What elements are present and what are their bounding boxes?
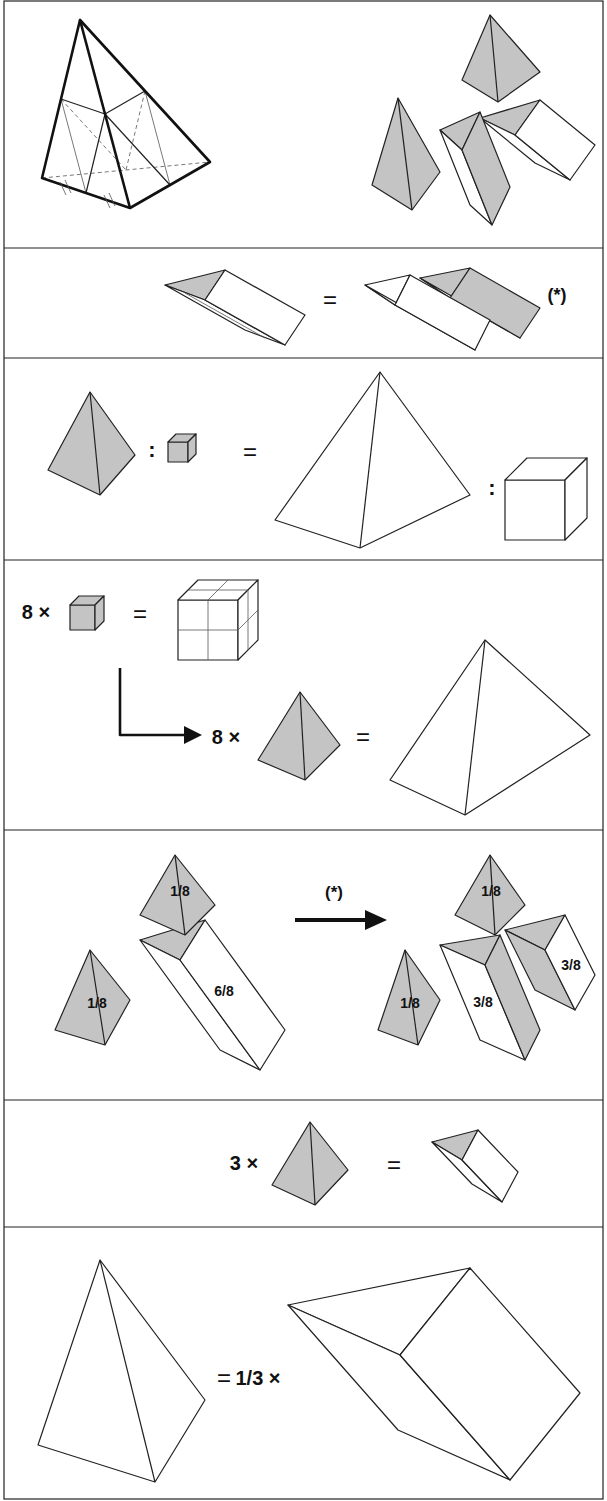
- panel-frame-part: [4, 357, 603, 358]
- volume-fraction: 1/8: [87, 996, 106, 1011]
- cut-tetrahedron-part: [60, 182, 66, 195]
- equals-sign: =: [356, 724, 370, 750]
- scaling-figures-part: [95, 596, 104, 630]
- ratio-figures-part: [505, 480, 565, 540]
- exploded-pieces: [372, 15, 595, 225]
- decomposition-part: [365, 910, 387, 930]
- panel-frame-part: [4, 1, 603, 1499]
- panel-frame-part: [4, 1099, 603, 1100]
- volume-fraction: 1/8: [481, 884, 500, 899]
- multiplier: 8 ×: [212, 726, 240, 748]
- volume-fraction: 1/8: [400, 996, 419, 1011]
- reference-mark: (*): [548, 286, 567, 306]
- cut-tetrahedron-part: [109, 193, 115, 206]
- equals-sign: =: [387, 1152, 401, 1178]
- prism-equivalence-part: [205, 270, 305, 345]
- decomposition-part: [455, 855, 525, 935]
- exploded-pieces-part: [398, 98, 412, 210]
- decomposition-part: [55, 950, 130, 1045]
- exploded-pieces-part: [462, 15, 540, 102]
- volume-fraction: 3/8: [561, 958, 580, 973]
- decomposition-part: [180, 920, 285, 1070]
- scaling-figures-part: [70, 605, 95, 630]
- ratio-figures-part: [90, 392, 100, 495]
- scaling-figures-part: [238, 610, 258, 630]
- equals-sign: =: [217, 1365, 231, 1391]
- result-figures: [38, 1260, 580, 1482]
- cut-tetrahedron-part: [104, 195, 110, 208]
- cut-tetrahedron-part: [86, 114, 105, 193]
- panel-frame-part: [4, 247, 603, 248]
- exploded-pieces-part: [462, 112, 510, 225]
- equals-sign: =: [323, 287, 337, 313]
- panel-frame-part: [4, 829, 603, 830]
- volume-fraction: 6/8: [214, 984, 233, 999]
- cut-tetrahedron-part: [42, 20, 210, 208]
- panel-frame-part: [4, 559, 603, 560]
- scaling-figures: [70, 580, 590, 815]
- three-tetrahedra-part: [272, 1122, 348, 1205]
- decomposition-part: [545, 915, 595, 1010]
- scaling-figures-part: [178, 630, 238, 631]
- result-figures-part: [400, 1268, 580, 1480]
- scaling-figures-part: [390, 640, 590, 815]
- prism-equivalence: [165, 268, 540, 350]
- ratio-sign: :: [148, 438, 155, 462]
- exploded-pieces-part: [515, 100, 595, 180]
- ratio-figures-part: [565, 458, 587, 540]
- ratio-sign: :: [488, 476, 495, 500]
- three-tetrahedra-part: [462, 1130, 518, 1202]
- decomposition-part: [140, 855, 215, 935]
- ratio-figures: [48, 372, 587, 548]
- scaling-figures-part: [120, 668, 186, 735]
- equals-sign: =: [243, 439, 257, 465]
- decomposition-part: [295, 918, 367, 922]
- cut-tetrahedron-part: [65, 180, 71, 193]
- ratio-figures-part: [360, 372, 380, 548]
- volume-fraction: 1/8: [170, 884, 189, 899]
- panel-frame-part: [4, 1226, 603, 1227]
- volume-fraction: 3/8: [473, 995, 492, 1010]
- ratio-figures-part: [48, 392, 135, 495]
- decomposition-part: [378, 950, 440, 1045]
- three-tetrahedra-part: [310, 1122, 315, 1205]
- cut-tetrahedron: [42, 20, 210, 208]
- scaling-figures-part: [465, 640, 485, 815]
- scaling-figures-part: [300, 692, 305, 780]
- cut-tetrahedron-part: [61, 99, 86, 193]
- ratio-figures-part: [168, 442, 188, 462]
- panel-frame: [4, 1, 603, 1499]
- result-figures-part: [38, 1260, 205, 1482]
- fraction-multiplier: 1/3 ×: [235, 1367, 280, 1389]
- multiplier: 3 ×: [230, 1152, 258, 1174]
- cut-tetrahedron-part: [126, 91, 145, 170]
- scaling-figures-part: [238, 580, 258, 660]
- prism-equivalence-part: [395, 275, 490, 350]
- scaling-figures-part: [178, 600, 238, 660]
- ratio-figures-part: [275, 372, 470, 548]
- multiplier: 8 ×: [22, 601, 50, 623]
- scaling-figures-part: [184, 726, 202, 744]
- decomposition: [55, 855, 595, 1070]
- exploded-pieces-part: [490, 15, 498, 102]
- three-tetrahedra: [272, 1122, 518, 1205]
- result-figures-part: [100, 1260, 155, 1482]
- prism-equivalence-part: [185, 293, 265, 338]
- scaling-figures-part: [208, 580, 228, 600]
- exploded-pieces-part: [372, 98, 440, 210]
- ratio-figures-part: [188, 434, 196, 462]
- equals-sign: =: [133, 601, 147, 627]
- reference-mark: (*): [325, 884, 343, 903]
- cut-tetrahedron-part: [80, 20, 130, 208]
- cut-tetrahedron-part: [42, 20, 210, 208]
- scaling-figures-part: [258, 692, 340, 780]
- cut-tetrahedron-part: [61, 99, 105, 114]
- cut-tetrahedron-part: [105, 91, 145, 114]
